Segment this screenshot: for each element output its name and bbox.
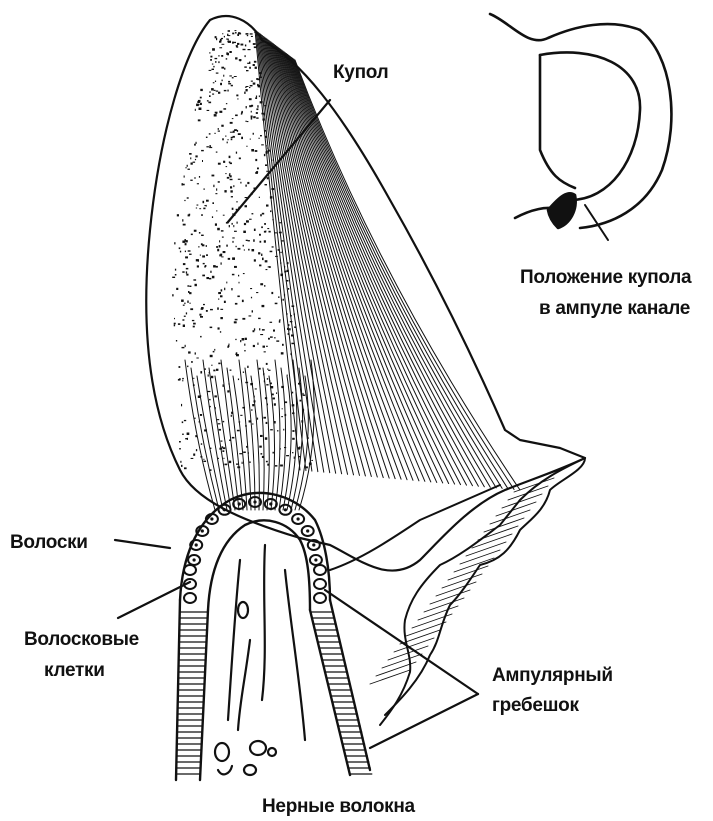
label-position-line1: Положение купола [520, 267, 692, 288]
label-crest-line1: Ампулярный [492, 665, 613, 686]
nerve-fibers-drawing [215, 545, 305, 775]
label-cupula: Купол [333, 62, 388, 83]
label-nerve-fibers: Нерные волокна [262, 796, 416, 817]
crest-hatching [370, 470, 560, 684]
label-crest-line2: гребешок [492, 695, 579, 716]
cupula-striation [185, 30, 520, 510]
label-hairs: Волоски [10, 532, 88, 553]
label-hair-cells-line1: Волосковые [24, 629, 139, 650]
crista-epithelium [176, 493, 372, 780]
label-hair-cells-line2: клетки [44, 660, 105, 681]
cupula-dome [146, 16, 585, 571]
leader-hairs [115, 540, 170, 548]
leader-crest-2 [370, 694, 478, 748]
label-position-line2: в ампуле канале [539, 298, 690, 319]
ampulla-inset-drawing [490, 14, 671, 240]
